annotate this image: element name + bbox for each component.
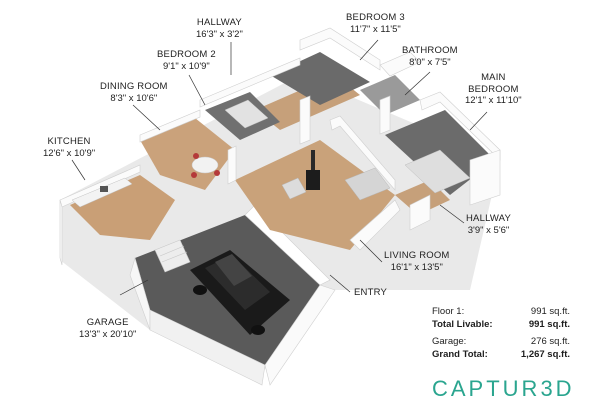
interior-walls [59,27,501,266]
room-dimensions: 3'9" x 5'6" [467,224,510,236]
garage-label: Garage: [432,336,467,347]
room-dimensions: 9'1" x 10'9" [162,60,210,72]
room-label-dining-room: DINING ROOM 8'3" x 10'6" [100,81,168,104]
grand-total-row: Grand Total: 1,267 sq.ft. [432,349,570,362]
floor1-value: 991 sq.ft. [530,306,570,317]
room-label-entry: ENTRY [354,287,387,299]
armchair-icon [281,177,307,200]
wood-stove-icon [306,150,320,190]
room-dimensions: 12'1" x 11'10" [465,95,522,106]
bathroom-floor [360,75,420,115]
car-icon [190,250,290,335]
floor1-label: Floor 1: [432,306,465,317]
room-name: HALLWAY [196,17,242,28]
floor1-row: Floor 1: 991 sq.ft. [432,306,570,319]
total-livable-label: Total Livable: [432,318,493,330]
room-name: GARAGE [86,317,129,328]
area-summary: Floor 1: 991 sq.ft. Total Livable: 991 s… [432,306,570,361]
room-name: ENTRY [354,287,388,298]
room-label-hallway-top: HALLWAY 16'3" x 3'2" [196,17,243,40]
room-dimensions: 8'0" x 7'5" [409,56,451,68]
garage-wall-back [244,204,331,286]
room-name: LIVING ROOM [384,250,450,261]
room-label-hallway-right: HALLWAY 3'9" x 5'6" [466,213,511,236]
garage-wall-right [264,284,336,386]
room-label-garage: GARAGE 13'3" x 20'10" [79,317,136,340]
brand-logo: CAPTUR3D [432,376,575,401]
total-livable-value: 991 sq.ft. [528,318,570,330]
room-dimensions: 12'6" x 10'9" [43,147,96,159]
room-label-kitchen: KITCHEN 12'6" x 10'9" [43,136,95,159]
sofa-icon [344,167,391,201]
room-name: HALLWAY [466,213,512,224]
stairs-icon [154,239,191,273]
room-name: DINING ROOM [100,81,168,92]
room-dimensions: 11'7" x 11'5" [350,23,401,35]
bed-icon-main-bedroom [404,149,471,194]
living-room-floor [235,140,395,250]
grand-total-value: 1,267 sq.ft. [520,348,570,360]
dining-table-icon [191,153,220,178]
garage-wall-front [149,309,266,386]
total-livable-row: Total Livable: 991 sq.ft. [432,319,570,332]
room-label-bedroom-3: BEDROOM 3 11'7" x 11'5" [346,12,405,35]
room-label-bathroom: BATHROOM 8'0" x 7'5" [402,45,458,68]
grand-total-label: Grand Total: [432,348,488,360]
bed-icon-bedroom-2 [224,99,269,129]
room-dimensions: 8'3" x 10'6" [110,92,158,104]
room-dimensions: 16'1" x 13'5" [390,261,443,273]
garage-value: 276 sq.ft. [530,336,570,347]
room-label-bedroom-2: BEDROOM 2 9'1" x 10'9" [157,49,216,72]
room-name: BATHROOM [402,45,458,56]
leader-lines [71,39,488,296]
room-dimensions: 13'3" x 20'10" [79,328,137,340]
room-name: KITCHEN [47,136,91,147]
room-dimensions: 16'3" x 3'2" [196,28,243,40]
room-label-main-bedroom: MAIN BEDROOM 12'1" x 11'10" [465,72,522,107]
room-name: MAIN [481,72,506,83]
room-name: BEDROOM 2 [157,49,216,60]
room-name: BEDROOM 3 [346,12,405,23]
room-label-living-room: LIVING ROOM 16'1" x 13'5" [384,250,450,273]
room-name: BEDROOM [468,83,519,95]
garage-row: Garage: 276 sq.ft. [432,336,570,349]
kitchen-counter-icon [71,177,133,208]
kitchen-floor [70,175,175,240]
